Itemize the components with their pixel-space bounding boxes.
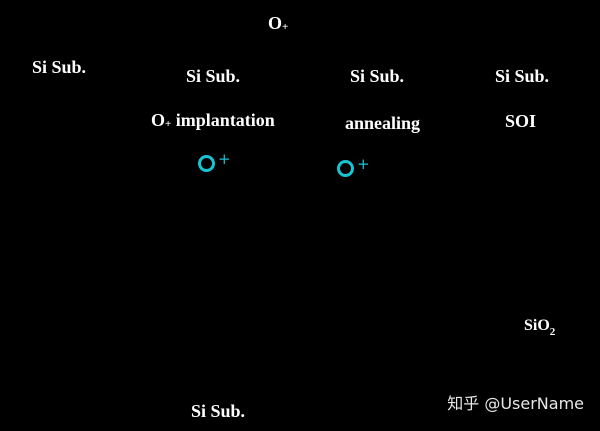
si-substrate-label-implant: Si Sub. (186, 66, 241, 86)
oxygen-ion-icon: + (337, 157, 370, 177)
si-substrate-label-bottom: Si Sub. (191, 401, 246, 421)
si-substrate-label-soi: Si Sub. (495, 66, 550, 86)
oxygen-ion-label-top: O+ (268, 13, 289, 33)
ion-charge-label: + (357, 155, 370, 173)
ion-charge-label: + (218, 150, 231, 168)
step-label-annealing: annealing (345, 113, 421, 133)
si-substrate-label-left: Si Sub. (32, 57, 87, 77)
step-label-soi: SOI (505, 111, 537, 131)
oxygen-ion-circle (198, 155, 215, 172)
step-label-o-implantation: O+ implantation (151, 110, 275, 130)
watermark-text: 知乎 @UserName (447, 394, 584, 413)
si-substrate-label-anneal: Si Sub. (350, 66, 405, 86)
oxygen-ion-icon: + (198, 152, 231, 172)
sio2-layer-label: SiO2 (524, 317, 556, 338)
oxygen-ion-circle (337, 160, 354, 177)
